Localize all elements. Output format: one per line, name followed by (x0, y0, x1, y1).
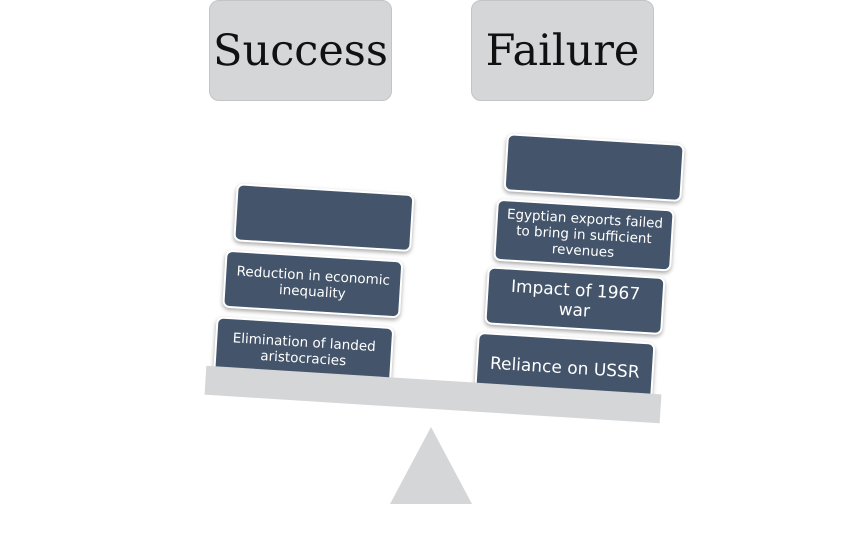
success-heading: Success (209, 0, 392, 101)
scale-fulcrum (390, 427, 472, 504)
failure-block-1967-war: Impact of 1967 war (484, 266, 666, 336)
failure-block-exports: Egyptian exports failed to bring in suff… (493, 198, 675, 272)
failure-heading: Failure (471, 0, 654, 101)
failure-block-empty (503, 133, 685, 202)
